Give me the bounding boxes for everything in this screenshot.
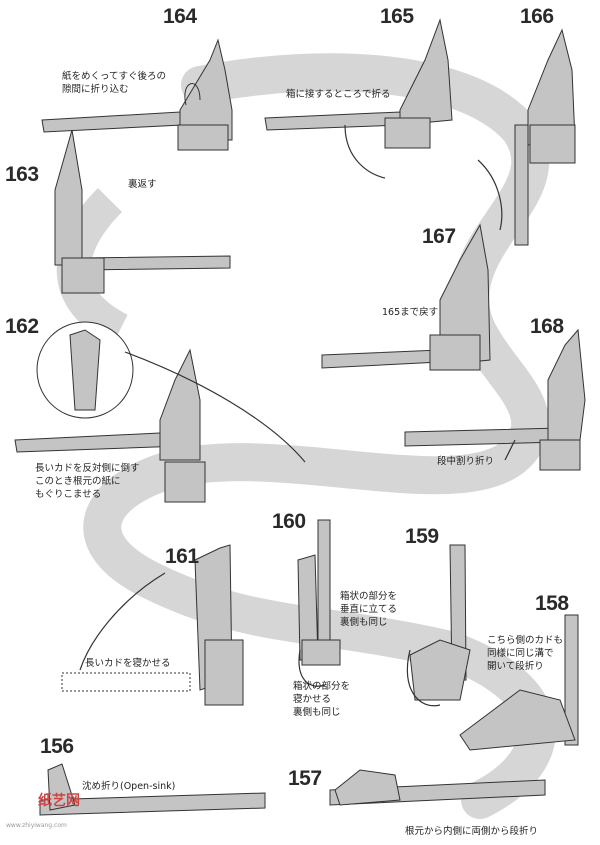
step-number-162: 162	[5, 315, 39, 338]
figure-158	[459, 614, 579, 751]
fold-arrows	[79, 124, 516, 707]
figure-159	[409, 544, 471, 701]
step-number-163: 163	[5, 163, 39, 186]
figure-157	[329, 769, 546, 806]
step-number-156: 156	[40, 735, 74, 758]
step-number-161: 161	[165, 545, 199, 568]
watermark-logo: 纸艺网	[38, 793, 80, 809]
step-number-160: 160	[272, 510, 306, 533]
instruction-157: 根元から内側に両側から段折り	[405, 826, 539, 837]
instruction-163: 裏返す	[128, 179, 157, 190]
instruction-164: 紙をめくってすぐ後ろの 隙間に折り込む	[62, 71, 167, 95]
figure-164	[41, 38, 233, 151]
step-number-159: 159	[405, 525, 439, 548]
instruction-160: 箱状の部分を 寝かせる 裏側も同じ	[293, 681, 351, 718]
figure-162	[14, 321, 206, 503]
step-number-166: 166	[520, 5, 554, 28]
instruction-158: こちら側のカドも 同様に同じ溝で 開いて段折り	[487, 635, 564, 672]
figure-168	[404, 328, 586, 471]
instruction-162: 長いカドを反対側に倒す このとき根元の紙に もぐりこませる	[35, 463, 140, 500]
figure-165	[264, 18, 453, 149]
instruction-156: 沈め折り(Open-sink)	[82, 781, 176, 792]
watermark-url: www.zhiyiwang.com	[6, 822, 67, 829]
instruction-167: 165まで戻す	[382, 307, 439, 318]
step-number-167: 167	[422, 225, 456, 248]
figure-166	[514, 28, 576, 246]
figure-161	[61, 544, 244, 706]
instruction-161: 長いカドを寝かせる	[85, 658, 171, 669]
instruction-165: 箱に接するところで折る	[286, 89, 391, 100]
figure-167	[321, 223, 491, 371]
step-number-168: 168	[530, 315, 564, 338]
step-number-165: 165	[380, 5, 414, 28]
step-number-164: 164	[163, 5, 197, 28]
figure-160	[297, 519, 341, 666]
instruction-168: 段中割り折り	[437, 456, 495, 467]
figure-163	[54, 129, 231, 294]
instruction-159: 箱状の部分を 垂直に立てる 裏側も同じ	[340, 591, 398, 628]
figure-156	[39, 763, 266, 816]
step-number-157: 157	[288, 767, 322, 790]
step-number-158: 158	[535, 592, 569, 615]
